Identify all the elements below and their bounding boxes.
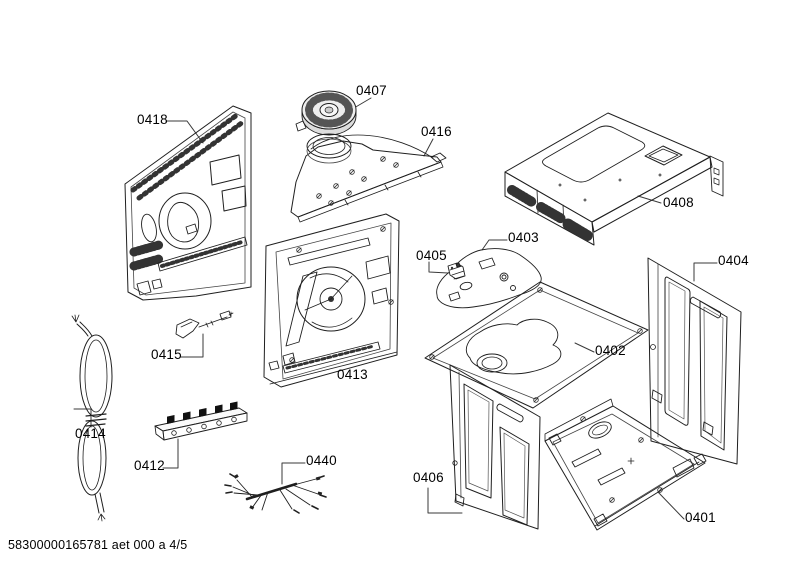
leader-0418 — [166, 121, 203, 143]
leader-0407 — [354, 98, 371, 108]
part-label-0404: 0404 — [718, 253, 749, 268]
leader-0402 — [575, 343, 594, 352]
part-0402-drawing — [425, 282, 648, 408]
part-label-0406: 0406 — [413, 470, 444, 485]
part-label-0416: 0416 — [421, 124, 452, 139]
part-0416-drawing — [291, 134, 446, 222]
part-label-0415: 0415 — [151, 347, 182, 362]
part-0407-drawing — [296, 91, 356, 135]
leader-0412 — [163, 439, 178, 468]
part-0408-drawing — [505, 113, 723, 245]
part-0413-drawing — [264, 214, 399, 387]
part-label-0408: 0408 — [663, 195, 694, 210]
part-label-0418: 0418 — [137, 112, 168, 127]
leader-0406 — [428, 488, 462, 513]
part-0412-drawing — [155, 401, 247, 441]
part-0414-drawing — [72, 315, 112, 521]
part-label-0401: 0401 — [685, 510, 716, 525]
leader-0415 — [181, 334, 203, 357]
leader-0401 — [658, 492, 684, 519]
part-0406-drawing — [450, 365, 540, 529]
leader-lines — [74, 98, 717, 519]
part-0415-drawing — [176, 311, 233, 338]
part-label-0440: 0440 — [306, 453, 337, 468]
part-label-0414: 0414 — [75, 426, 106, 441]
part-0440-drawing — [225, 474, 326, 513]
part-0405-drawing — [448, 263, 465, 279]
part-0404-drawing — [648, 258, 741, 464]
leader-0440 — [282, 463, 305, 484]
leader-0408 — [638, 196, 661, 203]
leader-0403 — [482, 240, 507, 250]
part-label-0407: 0407 — [356, 83, 387, 98]
part-label-0413: 0413 — [337, 367, 368, 382]
part-0418-drawing — [125, 106, 251, 300]
part-0401-drawing — [545, 399, 706, 530]
part-label-0403: 0403 — [508, 230, 539, 245]
leader-0405 — [429, 262, 448, 273]
leader-0404 — [694, 263, 717, 281]
part-label-0402: 0402 — [595, 343, 626, 358]
document-code: 58300000165781 aet 000 a 4/5 — [8, 538, 188, 552]
part-label-0405: 0405 — [416, 248, 447, 263]
part-label-0412: 0412 — [134, 458, 165, 473]
